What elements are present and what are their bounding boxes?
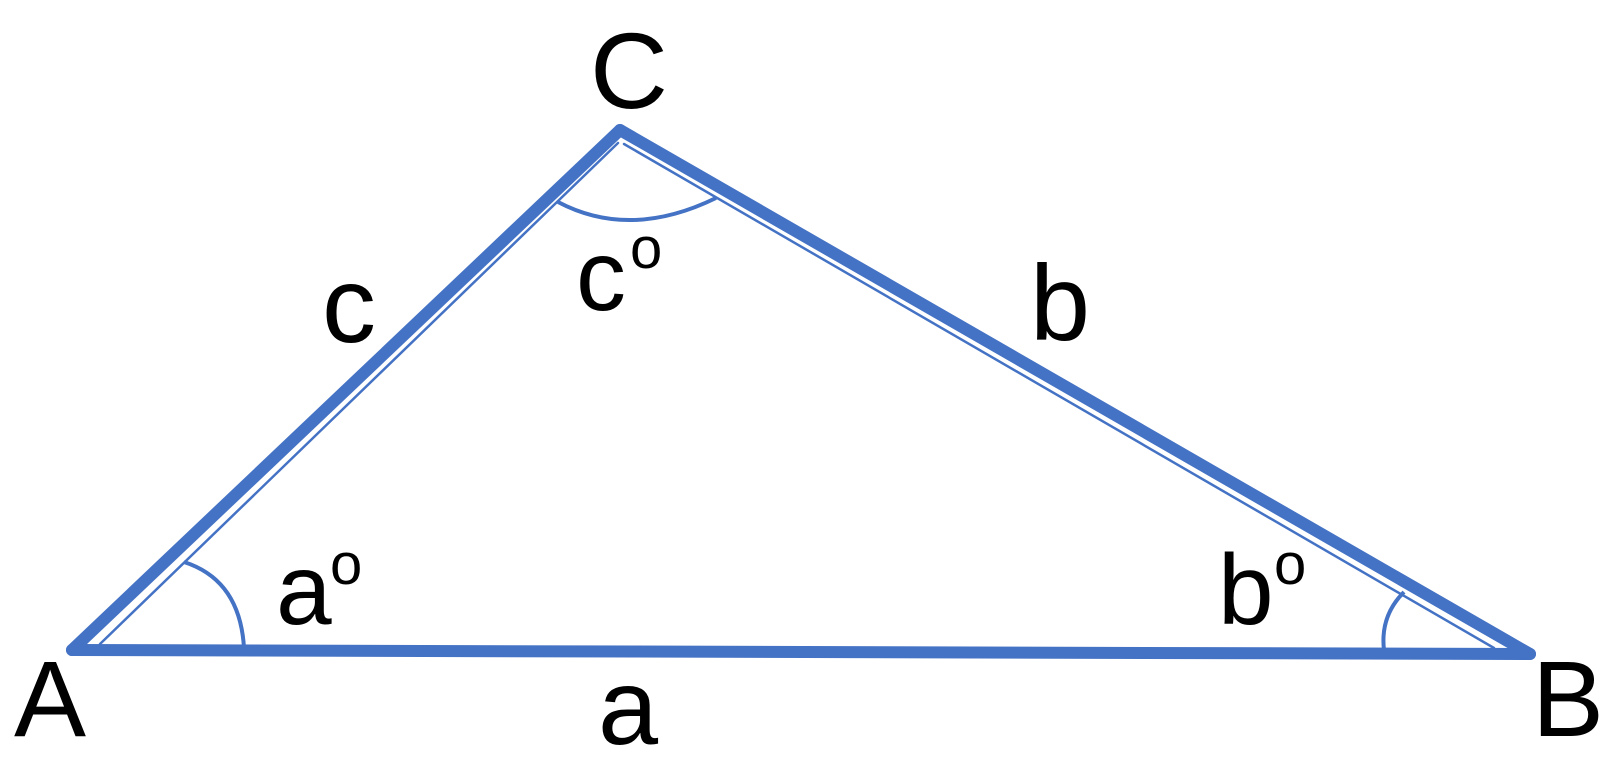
vertex-label-c: C xyxy=(590,10,668,131)
angle-arcs xyxy=(183,196,1406,651)
angle-a-degree-mark: o xyxy=(330,532,362,597)
side-label-a: a xyxy=(598,646,659,760)
angle-b-arc xyxy=(1381,590,1406,651)
side-label-b: b xyxy=(1030,242,1090,363)
triangle-edges xyxy=(66,124,1536,660)
vertex-label-b: B xyxy=(1532,638,1604,759)
angle-b-degree-mark: o xyxy=(1274,532,1306,597)
vertex-label-a: A xyxy=(14,638,86,759)
angle-c-degree-mark: o xyxy=(630,216,662,281)
angle-c-arc xyxy=(557,196,717,222)
angle-label-a: a xyxy=(276,534,332,646)
side-b-edge xyxy=(614,124,1536,660)
side-c-edge xyxy=(66,124,626,656)
angle-label-b: b xyxy=(1218,534,1274,646)
side-b-inner-edge xyxy=(622,142,1496,650)
angle-a-arc xyxy=(183,560,246,649)
side-label-c: c xyxy=(322,244,376,365)
angle-label-c: c xyxy=(576,220,626,332)
side-c-inner-edge xyxy=(98,141,620,646)
side-a-edge xyxy=(66,644,1536,660)
